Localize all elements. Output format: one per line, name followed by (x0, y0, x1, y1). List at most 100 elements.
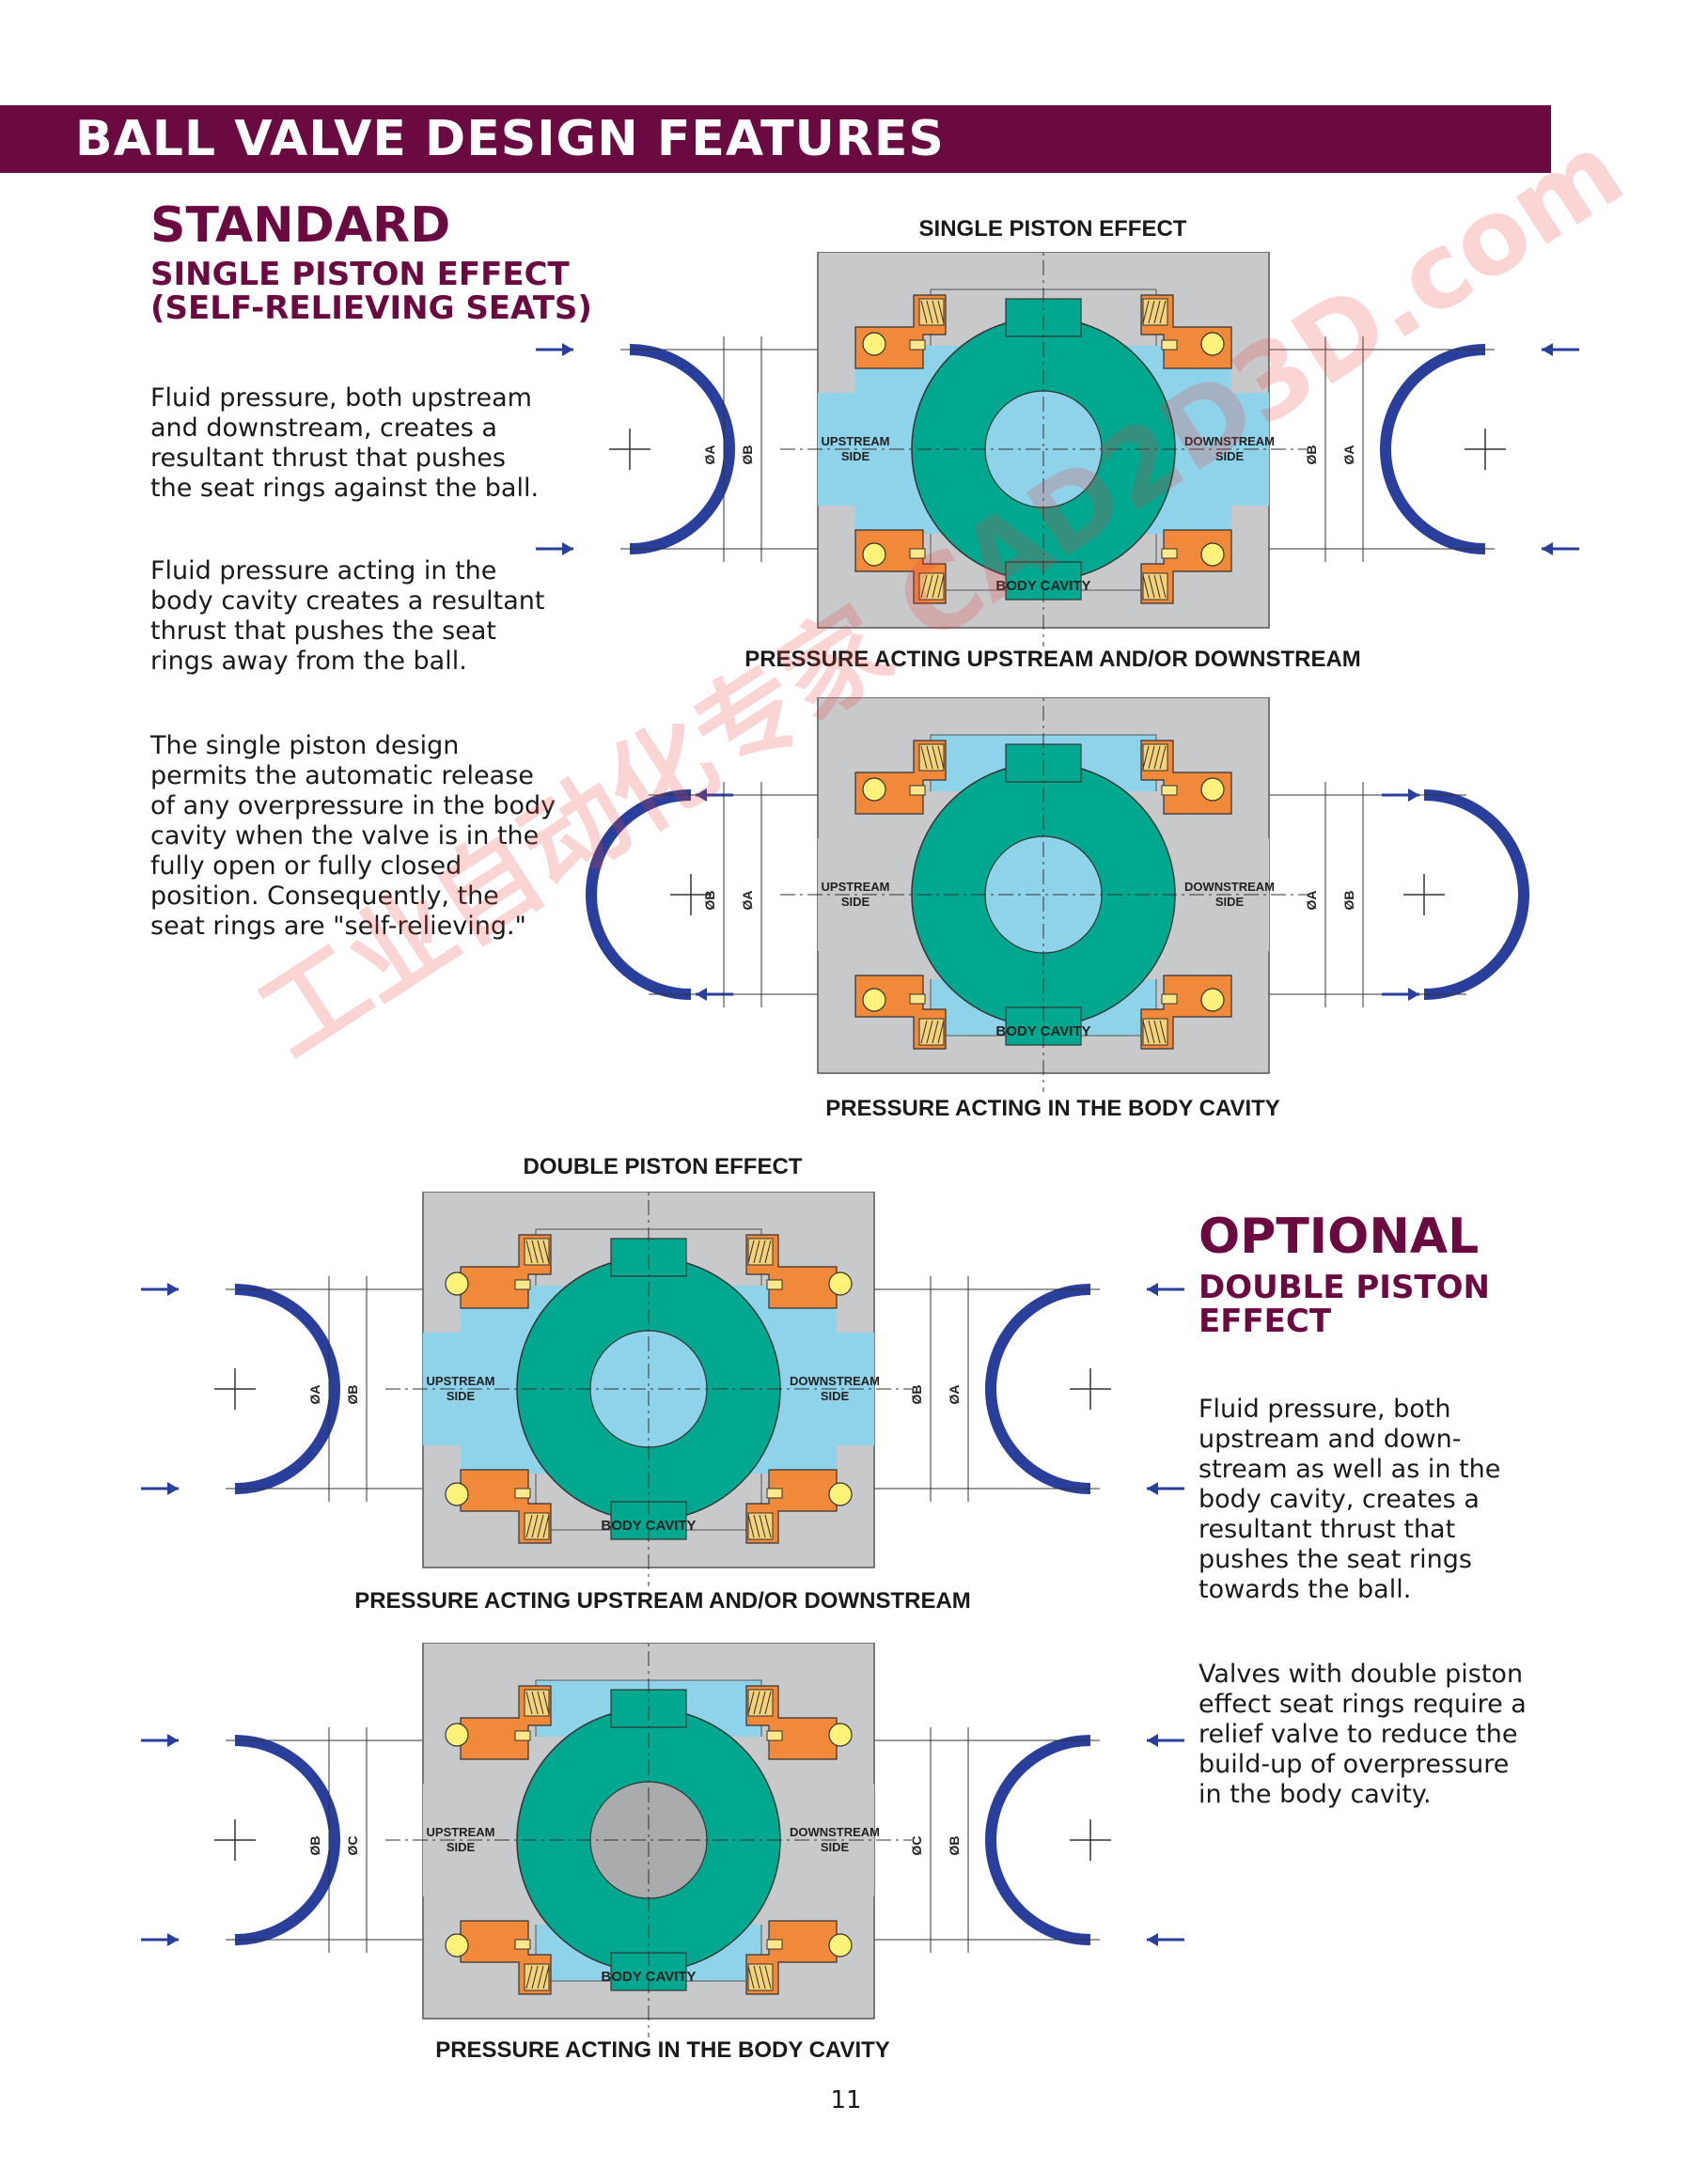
seat-ring (445, 1920, 552, 1995)
spring-coil (1142, 1020, 1150, 1044)
upstream-label: SIDE (841, 895, 870, 909)
spring-coil (525, 1691, 533, 1715)
dimension-label: ØB (1304, 445, 1319, 465)
downstream-label: DOWNSTREAM (790, 1374, 880, 1388)
diagram-1-caption: PRESSURE ACTING UPSTREAM AND/OR DOWNSTRE… (744, 647, 1361, 672)
pressure-arrow-head (167, 1933, 179, 1946)
spring-coil (1148, 745, 1155, 770)
insert-seal (1161, 548, 1178, 559)
o-ring (862, 988, 886, 1012)
pressure-arrow-head (1408, 988, 1419, 1001)
spring-coil (759, 1965, 766, 1989)
upstream-label: SIDE (841, 449, 870, 463)
spring-icon (918, 1018, 945, 1046)
insert-seal (514, 1279, 531, 1290)
pressure-ring (1424, 789, 1529, 1000)
dimension-label: ØA (307, 1385, 322, 1405)
spring-coil (926, 300, 933, 324)
pressure-arrow-head (562, 343, 573, 356)
dimension-label: ØB (345, 1385, 360, 1405)
spring-coil (1159, 300, 1167, 324)
spring-coil (759, 1514, 766, 1538)
spring-coil (926, 1020, 933, 1044)
title-banner: BALL VALVE DESIGN FEATURES (0, 105, 1551, 173)
pressure-ring (1380, 344, 1485, 554)
downstream-label: SIDE (821, 1389, 850, 1403)
o-ring (445, 1723, 469, 1747)
pressure-arrow-head (1147, 1283, 1158, 1296)
spring-coil (920, 574, 928, 599)
spring-coil (932, 300, 939, 324)
insert-seal (766, 1939, 783, 1950)
insert-seal (514, 1488, 531, 1499)
o-ring (1200, 542, 1225, 567)
pressure-ring (586, 789, 691, 1000)
dimension-label: ØA (740, 891, 755, 911)
spring-coil (1153, 745, 1161, 770)
o-ring (1200, 988, 1225, 1012)
pressure-arrow-head (1542, 542, 1553, 555)
seat-ring (745, 1469, 853, 1544)
o-ring (828, 1482, 853, 1506)
upstream-label: SIDE (446, 1840, 476, 1854)
body-cavity-label: BODY CAVITY (601, 1969, 696, 1985)
pressure-arrow-head (696, 988, 707, 1001)
pressure-arrow-head (696, 788, 707, 802)
o-ring (445, 1482, 469, 1506)
spring-coil (525, 1965, 533, 1989)
spring-coil (537, 1691, 544, 1715)
o-ring (445, 1933, 469, 1958)
upstream-label: UPSTREAM (822, 434, 890, 448)
spring-coil (1148, 574, 1155, 599)
optional-paragraph-1: Fluid pressure, both upstream and down- … (1198, 1395, 1501, 1604)
dimension-label: ØC (345, 1836, 360, 1856)
body-cavity-label: BODY CAVITY (601, 1518, 696, 1534)
dimension-label: ØB (947, 1836, 962, 1856)
spring-coil (764, 1691, 772, 1715)
single-piston-title: SINGLE PISTON EFFECT (918, 216, 1187, 242)
dimension-label: ØB (740, 445, 755, 465)
upstream-label: SIDE (446, 1389, 476, 1403)
insert-seal (1161, 785, 1178, 796)
spring-coil (1142, 574, 1150, 599)
dimension-label: ØB (1341, 891, 1356, 911)
spring-coil (1159, 745, 1167, 770)
spring-coil (1159, 1020, 1167, 1044)
spring-coil (531, 1691, 539, 1715)
o-ring (862, 542, 886, 567)
seat-ring (1140, 529, 1232, 604)
spring-coil (1148, 300, 1155, 324)
dimension-label: ØB (909, 1385, 924, 1405)
spring-coil (764, 1514, 772, 1538)
pressure-arrow-head (1147, 1482, 1158, 1495)
dimension-label: ØA (947, 1385, 962, 1405)
upstream-label: UPSTREAM (427, 1374, 495, 1388)
seat-ring (854, 529, 947, 604)
spring-coil (937, 300, 945, 324)
o-ring (1200, 777, 1225, 802)
downstream-label: DOWNSTREAM (1184, 880, 1275, 894)
spring-icon (524, 1689, 550, 1717)
spring-coil (759, 1240, 766, 1264)
seat-ring (854, 294, 947, 369)
seat-ring (745, 1234, 853, 1309)
standard-paragraph-1: Fluid pressure, both upstream and downst… (150, 383, 540, 503)
insert-seal (766, 1279, 783, 1290)
insert-seal (514, 1730, 531, 1741)
o-ring (828, 1723, 853, 1747)
spring-coil (759, 1691, 766, 1715)
downstream-label: SIDE (1215, 895, 1245, 909)
o-ring (828, 1271, 853, 1296)
upstream-label: UPSTREAM (822, 880, 890, 894)
spring-coil (525, 1240, 533, 1264)
insert-seal (766, 1488, 783, 1499)
spring-coil (920, 1020, 928, 1044)
dimension-label: ØB (702, 891, 717, 911)
dimension-label: ØA (1304, 891, 1319, 911)
insert-seal (909, 339, 926, 351)
pressure-arrow-head (562, 542, 573, 555)
spring-coil (525, 1514, 533, 1538)
o-ring (862, 777, 886, 802)
